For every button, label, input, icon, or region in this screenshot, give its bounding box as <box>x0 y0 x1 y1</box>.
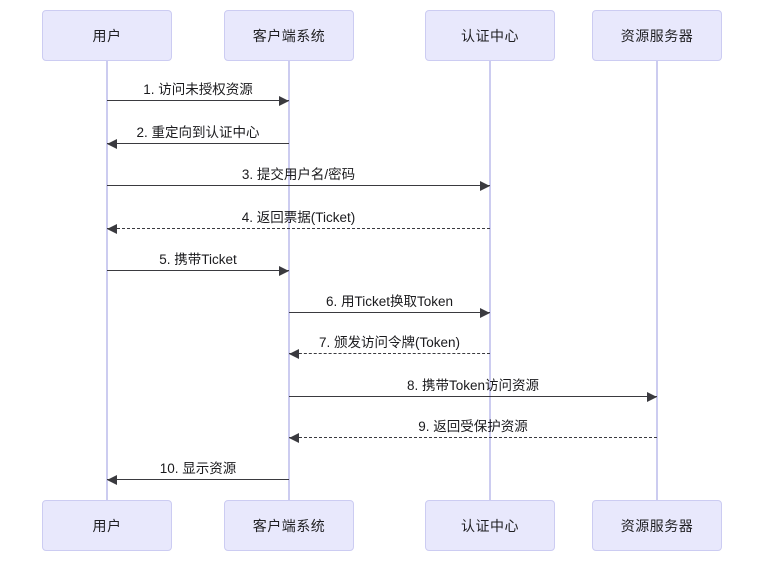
participant-label: 用户 <box>92 517 122 534</box>
message-line-5 <box>107 270 289 271</box>
participant-label: 客户端系统 <box>252 27 326 44</box>
message-label-8: 8. 携带Token访问资源 <box>406 378 540 393</box>
message-arrowhead-3 <box>480 181 490 191</box>
message-label-5: 5. 携带Ticket <box>159 252 237 267</box>
message-line-4 <box>107 228 490 229</box>
participant-label: 资源服务器 <box>620 517 694 534</box>
participant-label: 客户端系统 <box>252 517 326 534</box>
message-arrowhead-1 <box>279 96 289 106</box>
message-arrowhead-8 <box>647 392 657 402</box>
message-line-2 <box>107 143 289 144</box>
participant-client-top[interactable]: 客户端系统 <box>224 10 354 61</box>
participant-client-bottom[interactable]: 客户端系统 <box>224 500 354 551</box>
participant-auth-top[interactable]: 认证中心 <box>425 10 555 61</box>
message-line-3 <box>107 185 490 186</box>
participant-user-bottom[interactable]: 用户 <box>42 500 172 551</box>
message-label-9: 9. 返回受保护资源 <box>418 419 528 434</box>
message-arrowhead-9 <box>289 433 299 443</box>
lifeline-auth <box>489 61 491 500</box>
participant-label: 用户 <box>92 27 122 44</box>
participant-auth-bottom[interactable]: 认证中心 <box>425 500 555 551</box>
message-line-9 <box>289 437 657 438</box>
participant-label: 认证中心 <box>461 27 519 44</box>
message-arrowhead-5 <box>279 266 289 276</box>
message-label-3: 3. 提交用户名/密码 <box>241 167 356 182</box>
participant-resource-bottom[interactable]: 资源服务器 <box>592 500 722 551</box>
message-label-7: 7. 颁发访问令牌(Token) <box>318 335 461 350</box>
message-arrowhead-4 <box>107 224 117 234</box>
message-label-6: 6. 用Ticket换取Token <box>325 294 454 309</box>
message-line-8 <box>289 396 657 397</box>
message-arrowhead-10 <box>107 475 117 485</box>
message-label-1: 1. 访问未授权资源 <box>143 82 253 97</box>
message-line-7 <box>289 353 490 354</box>
participant-resource-top[interactable]: 资源服务器 <box>592 10 722 61</box>
lifeline-resource <box>656 61 658 500</box>
message-line-10 <box>107 479 289 480</box>
message-arrowhead-7 <box>289 349 299 359</box>
lifeline-user <box>106 61 108 500</box>
message-line-1 <box>107 100 289 101</box>
participant-label: 资源服务器 <box>620 27 694 44</box>
message-label-10: 10. 显示资源 <box>159 461 237 476</box>
participant-user-top[interactable]: 用户 <box>42 10 172 61</box>
lifeline-client <box>288 61 290 500</box>
message-label-2: 2. 重定向到认证中心 <box>136 125 260 140</box>
message-line-6 <box>289 312 490 313</box>
message-arrowhead-2 <box>107 139 117 149</box>
message-label-4: 4. 返回票据(Ticket) <box>241 210 356 225</box>
message-arrowhead-6 <box>480 308 490 318</box>
participant-label: 认证中心 <box>461 517 519 534</box>
